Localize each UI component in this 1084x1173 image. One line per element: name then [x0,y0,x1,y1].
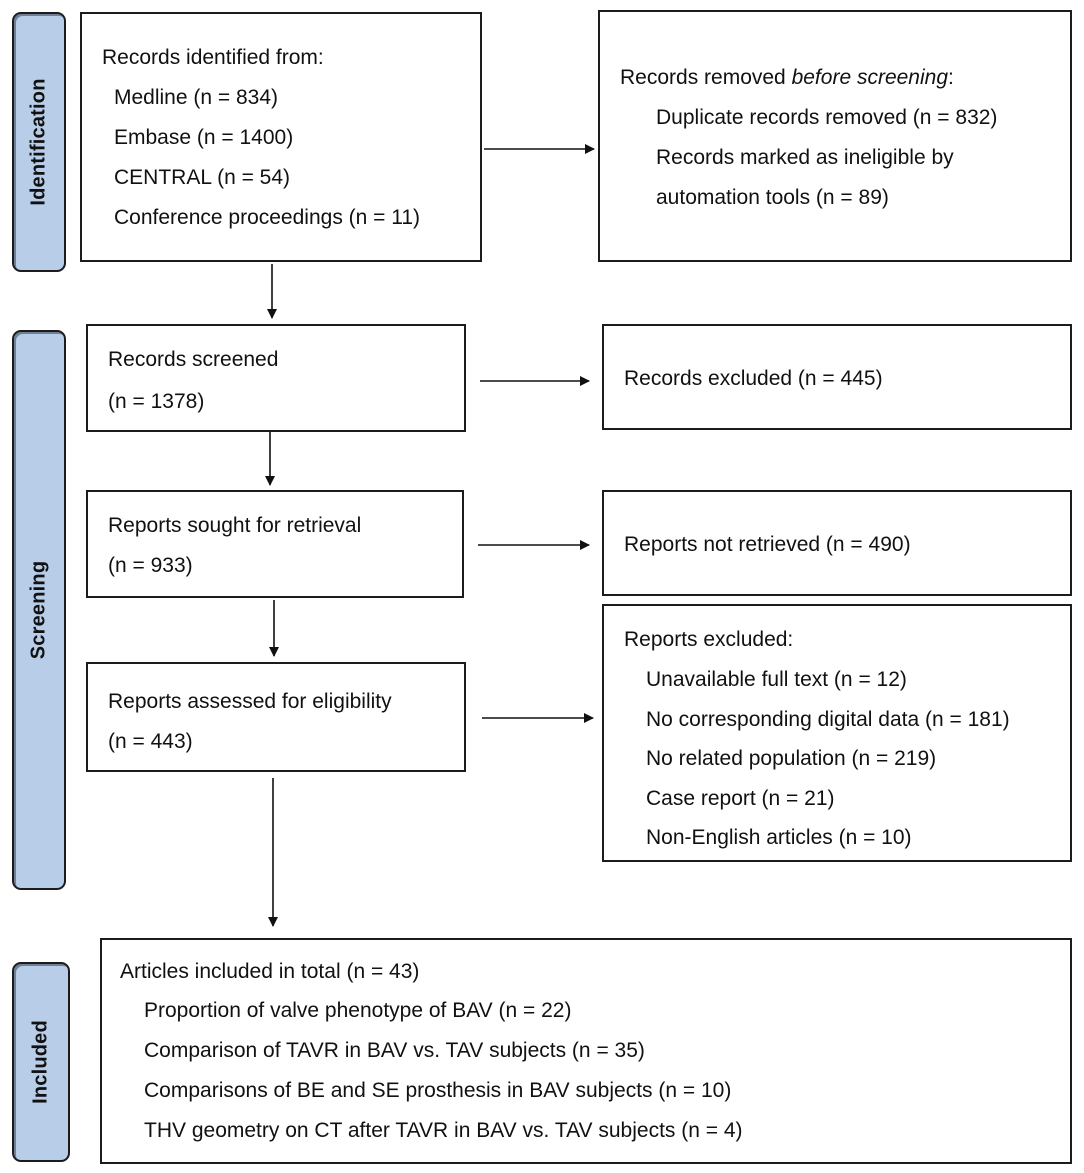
articles-included-title: Articles included in total (n = 43) [120,960,420,983]
automation-ineligible: Records marked as ineligible by [656,146,954,169]
excluded-no-digital-data: No corresponding digital data (n = 181) [646,708,1010,731]
records-identified-box: Records identified from: Medline (n = 83… [80,12,482,262]
records-removed-box: Records removed before screening: Duplic… [598,10,1072,262]
included-thv-geometry: THV geometry on CT after TAVR in BAV vs.… [144,1119,743,1142]
records-identified-title: Records identified from: [102,46,324,69]
records-removed-title: Records removed before screening: [620,66,954,89]
reports-sought-label: Reports sought for retrieval [108,514,362,537]
reports-assessed-label: Reports assessed for eligibility [108,690,392,713]
reports-excluded-box: Reports excluded: Unavailable full text … [602,604,1072,862]
records-excluded-label: Records excluded (n = 445) [624,367,883,390]
excluded-non-english: Non-English articles (n = 10) [646,826,912,849]
records-screened-count: (n = 1378) [108,390,205,413]
source-medline: Medline (n = 834) [114,86,279,109]
reports-not-retrieved-box: Reports not retrieved (n = 490) [602,490,1072,596]
duplicates-removed: Duplicate records removed (n = 832) [656,106,998,129]
records-screened-label: Records screened [108,348,279,371]
excluded-case-report: Case report (n = 21) [646,787,835,810]
source-conference: Conference proceedings (n = 11) [114,206,421,229]
included-valve-phenotype: Proportion of valve phenotype of BAV (n … [144,999,572,1022]
reports-not-retrieved-label: Reports not retrieved (n = 490) [624,533,911,556]
included-be-se-comparison: Comparisons of BE and SE prosthesis in B… [144,1079,732,1102]
phase-identification: Identification [12,12,66,272]
excluded-no-related-population: No related population (n = 219) [646,747,937,770]
records-screened-box: Records screened (n = 1378) [86,324,466,432]
articles-included-box: Articles included in total (n = 43) Prop… [100,938,1072,1164]
phase-screening: Screening [12,330,66,890]
included-tavr-comparison: Comparison of TAVR in BAV vs. TAV subjec… [144,1039,645,1062]
reports-assessed-count: (n = 443) [108,730,193,753]
phase-included: Included [12,962,70,1162]
source-central: CENTRAL (n = 54) [114,166,291,189]
automation-ineligible-cont: automation tools (n = 89) [656,186,889,209]
reports-excluded-title: Reports excluded: [624,628,794,651]
reports-sought-count: (n = 933) [108,554,193,577]
reports-sought-box: Reports sought for retrieval (n = 933) [86,490,464,598]
records-excluded-box: Records excluded (n = 445) [602,324,1072,430]
reports-assessed-box: Reports assessed for eligibility (n = 44… [86,662,466,772]
excluded-unavailable-full-text: Unavailable full text (n = 12) [646,668,907,691]
source-embase: Embase (n = 1400) [114,126,294,149]
